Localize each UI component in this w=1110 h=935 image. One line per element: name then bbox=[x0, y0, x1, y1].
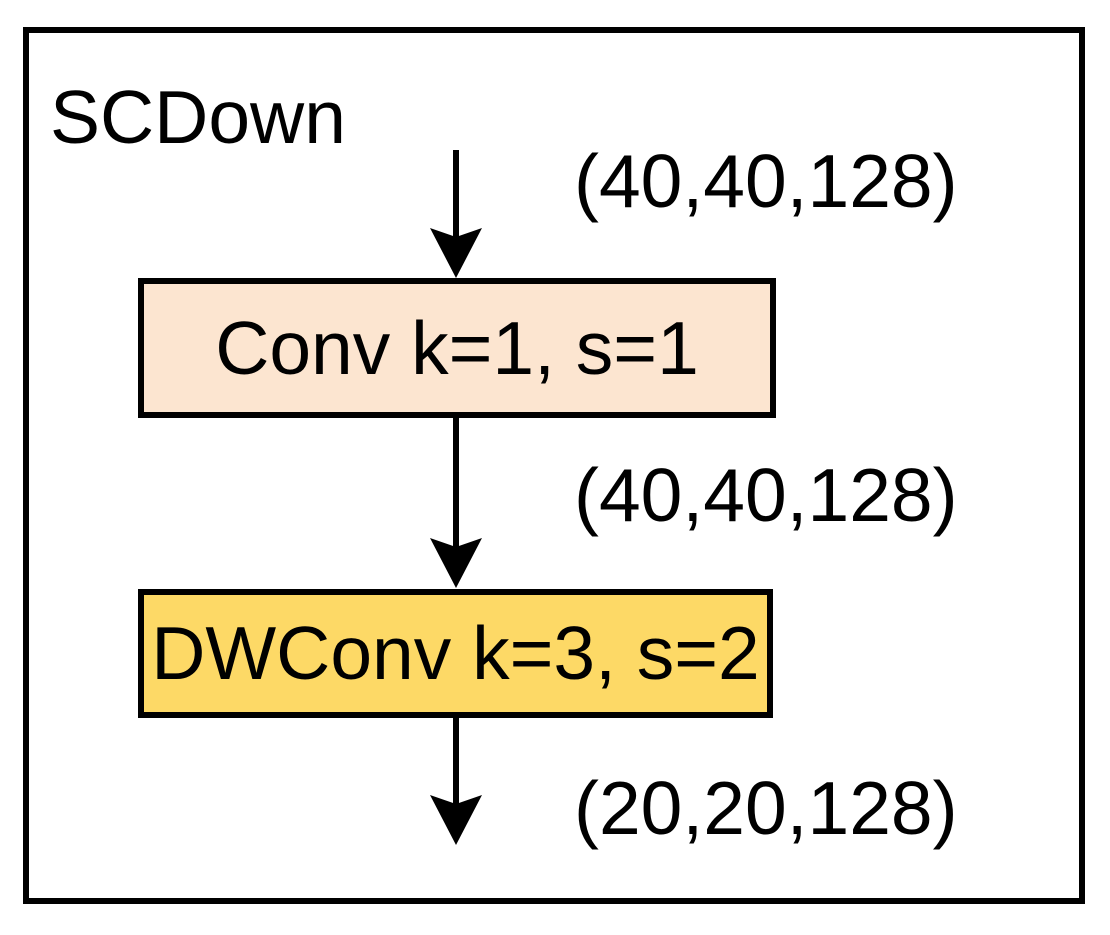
module-title: SCDown bbox=[50, 75, 346, 159]
dwconv-layer-label: DWConv k=3, s=2 bbox=[151, 611, 760, 695]
conv-layer-node: Conv k=1, s=1 bbox=[138, 278, 776, 418]
output-shape-label: (20,20,128) bbox=[574, 766, 958, 850]
module-frame bbox=[23, 27, 1085, 904]
arrow-shaft bbox=[453, 717, 459, 804]
input-shape-label: (40,40,128) bbox=[574, 139, 958, 223]
intermediate-flow-arrow bbox=[430, 417, 482, 588]
input-flow-arrow bbox=[430, 150, 482, 278]
arrow-shaft bbox=[453, 150, 459, 237]
arrow-down-icon bbox=[430, 538, 482, 588]
arrow-down-icon bbox=[430, 795, 482, 845]
arrow-down-icon bbox=[430, 228, 482, 278]
arrow-shaft bbox=[453, 417, 459, 547]
intermediate-shape-label: (40,40,128) bbox=[574, 453, 958, 537]
dwconv-layer-node: DWConv k=3, s=2 bbox=[138, 589, 773, 718]
output-flow-arrow bbox=[430, 717, 482, 845]
conv-layer-label: Conv k=1, s=1 bbox=[215, 305, 699, 390]
